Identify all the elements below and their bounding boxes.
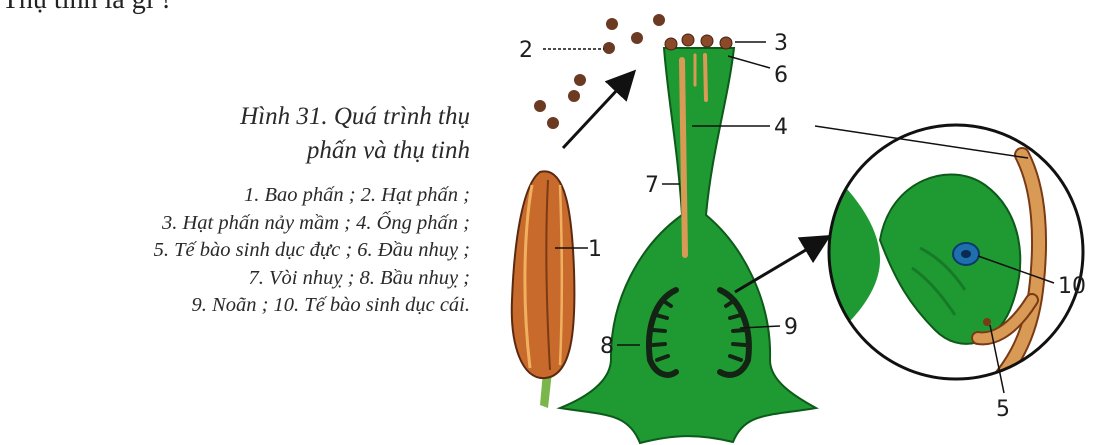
- pollen-grain: [653, 14, 665, 26]
- arrow-to-zoom: [735, 238, 826, 292]
- callout-8: 8: [600, 334, 614, 359]
- callout-4: 4: [774, 115, 788, 140]
- germinating-pollen: [682, 34, 694, 46]
- sperm-cell: [983, 318, 991, 326]
- pollen-grain: [574, 74, 586, 86]
- pollen-grain: [568, 90, 580, 102]
- anther: [512, 171, 575, 408]
- callout-3: 3: [774, 31, 788, 56]
- callout-1: 1: [588, 237, 602, 262]
- germinating-pollen: [701, 35, 713, 47]
- germinating-pollen: [720, 37, 732, 49]
- pollen-grain: [631, 32, 643, 44]
- zoom-detail: [829, 125, 1083, 395]
- pollen-grain: [603, 42, 615, 54]
- pollen-grain: [534, 100, 546, 112]
- pollen-grain: [606, 18, 618, 30]
- pollen-grain: [547, 117, 559, 129]
- germinating-pollen: [665, 38, 677, 50]
- callout-10: 10: [1058, 274, 1086, 299]
- pollen-grains: [534, 14, 665, 129]
- arrow-to-stigma: [563, 74, 632, 148]
- callout-5: 5: [996, 397, 1010, 422]
- leader-6: [728, 56, 770, 68]
- callout-7: 7: [645, 173, 659, 198]
- anther-body: [512, 171, 575, 378]
- callout-9: 9: [784, 315, 798, 340]
- callout-6: 6: [774, 63, 788, 88]
- pollen-tube: [682, 60, 685, 255]
- callout-2: 2: [519, 38, 533, 63]
